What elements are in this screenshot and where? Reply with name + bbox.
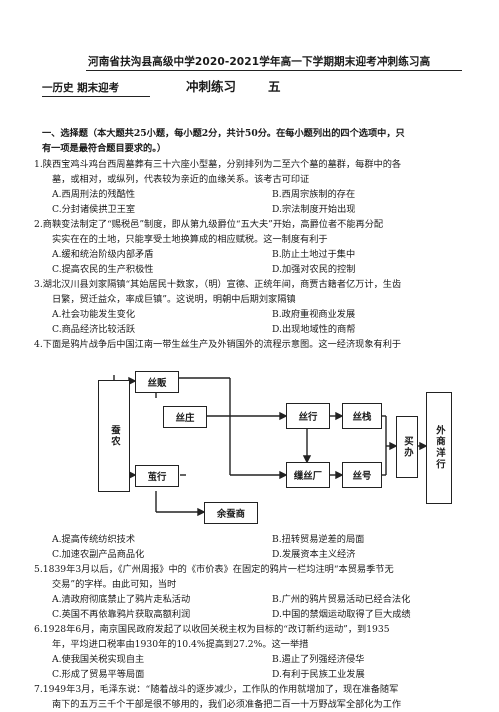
diagram-node-raw-silk: 丝庄	[163, 406, 207, 428]
question-1-option-a: A.西周刑法的残酷性	[52, 189, 136, 200]
question-2-option-c: C.提高农民的生产积极性	[52, 264, 154, 275]
question-2-option-a: A.缓和统治阶级内部矛盾	[52, 249, 154, 260]
question-5-option-c: C.英国不再依靠鸦片获取高额利润	[52, 609, 191, 620]
question-5-option-b: B.广州的鸦片贸易活动已经合法化	[272, 594, 411, 605]
question-1-option-b: B.西周宗族制的存在	[272, 189, 356, 200]
question-3-option-b: B.政府重视商业发展	[272, 309, 356, 320]
flow-arrows	[113, 375, 428, 517]
question-5-option-a: A.清政府彻底禁止了鸦片走私活动	[52, 594, 191, 605]
question-5-option-d: D.中国的禁烟运动取得了巨大成绩	[272, 609, 411, 620]
question-1-option-d: D.宗法制度开始出现	[272, 204, 356, 215]
diagram-node-broker: 丝号	[342, 462, 382, 488]
diagram-node-yu-silk-dealer: 余蚕商	[204, 502, 258, 524]
question-6-line2: 年，平均进口税率由1930年的10.4%提高到27.2%。这一举措	[52, 639, 309, 650]
question-4-option-a: A.提高传统纺织技术	[52, 534, 136, 545]
question-3-line2: 日繁，贸迁益众，率成巨镇”。这说明，明朝中后期刘家隔镇	[52, 294, 296, 305]
question-3-option-c: C.商品经济比较活跃	[52, 324, 136, 335]
question-1-line2: 墓，或相对，或纵列，代表较为亲近的血缘关系。该考古可印证	[52, 174, 310, 185]
diagram-node-silkworm-farmer: 蚕农	[98, 380, 130, 492]
subject-line: 一历史 期末迎考	[42, 82, 120, 94]
question-6-option-a: A.使我国关税实现自主	[52, 654, 145, 665]
subject-underline	[42, 96, 150, 98]
question-6-option-b: B.遏止了列强经济侵华	[272, 654, 365, 665]
diagram-node-silk-warehouse: 丝行	[286, 403, 330, 429]
diagram-node-silk-store: 丝栈	[342, 403, 382, 429]
question-3-option-d: D.出现地域性的商帮	[272, 324, 356, 335]
practice-label: 冲刺练习	[186, 79, 237, 94]
question-6-option-d: D.有利于民族工业发展	[272, 669, 365, 680]
diagram-node-silk-cocoon: 茧行	[135, 465, 179, 487]
question-3-line1: 3.湖北汉川县刘家隔镇“其始居民十数家，（明）宣德、正统年间，商贾古籍者亿万计，…	[34, 279, 402, 290]
question-6-line1: 6.1928年6月，南京国民政府发起了以收回关税主权为目标的“改订新约运动”，到…	[34, 624, 390, 635]
question-4-option-d: D.发展资本主义经济	[272, 549, 356, 560]
diagram-node-comprador: 买办	[396, 416, 418, 478]
question-1-line1: 1.陕西宝鸡斗鸡台西周墓葬有三十六座小型墓，分别排列为二至六个墓的墓群，每群中的…	[34, 159, 402, 170]
title-underline	[86, 70, 462, 72]
question-3-option-a: A.社会功能发生变化	[52, 309, 136, 320]
question-4-line1: 4.下面是鸦片战争后中国江南一带生丝生产及外销国外的流程示意图。这一经济现象有利…	[34, 339, 402, 350]
practice-number: 五	[268, 79, 281, 94]
question-2-option-d: D.加强对农民的控制	[272, 264, 356, 275]
section-heading-line2: 有一项是最符合题目要求的。）	[42, 143, 167, 154]
diagram-node-silk-reeler: 丝贩	[135, 371, 179, 393]
question-2-line2: 实实在在的土地，只能享受土地换算成的相应赋税。这一制度有利于	[52, 234, 328, 245]
question-5-line1: 5.1839年3月以后，《广州周报》中的《市价表》在固定的鸦片一栏均注明“本贸易…	[34, 564, 394, 575]
question-2-line1: 2.商鞅变法制定了“赐税邑”制度，即从第九级爵位“五大夫”开始，高爵位者不能再分…	[34, 219, 384, 230]
section-heading-line1: 一、选择题（本大题共25小题，每小题2分，共计50分。在每小题列出的四个选项中，…	[42, 128, 405, 139]
question-2-option-b: B.防止土地过于集中	[272, 249, 356, 260]
question-7-line1: 7.1949年3月，毛泽东说：“随着战斗的逐步减少，工作队的作用就增加了，现在准…	[34, 684, 399, 695]
document-title: 河南省扶沟县高级中学2020-2021学年高一下学期期末迎考冲刺练习高	[88, 56, 431, 68]
question-6-option-c: C.形成了贸易平等局面	[52, 669, 145, 680]
diagram-node-reeling-factory: 缫丝厂	[286, 462, 330, 488]
question-4-option-b: B.扭转贸易逆差的局面	[272, 534, 365, 545]
diagram-node-foreign-firm: 外商洋行	[426, 392, 452, 504]
question-4-option-c: C.加速农副产品商品化	[52, 549, 145, 560]
question-5-line2: 交易”的字样。由此可知，当时	[52, 579, 177, 590]
question-1-option-c: C.分封诸侯拱卫王室	[52, 204, 136, 215]
